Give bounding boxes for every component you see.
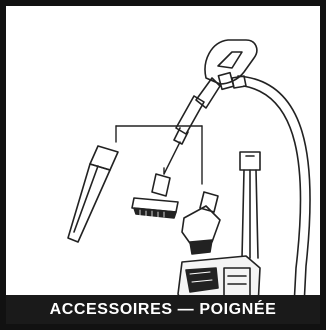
upholstery-tool: [132, 174, 178, 218]
crevice-tool: [68, 146, 118, 242]
caption-bar: ACCESSOIRES — POIGNÉE: [6, 295, 320, 324]
vacuum-handle: [174, 40, 257, 144]
dusting-brush: [182, 192, 220, 254]
handle-accessories-illustration: [6, 6, 320, 324]
vacuum-wand: [240, 152, 260, 258]
caption-title: ACCESSOIRES — POIGNÉE: [50, 301, 277, 319]
